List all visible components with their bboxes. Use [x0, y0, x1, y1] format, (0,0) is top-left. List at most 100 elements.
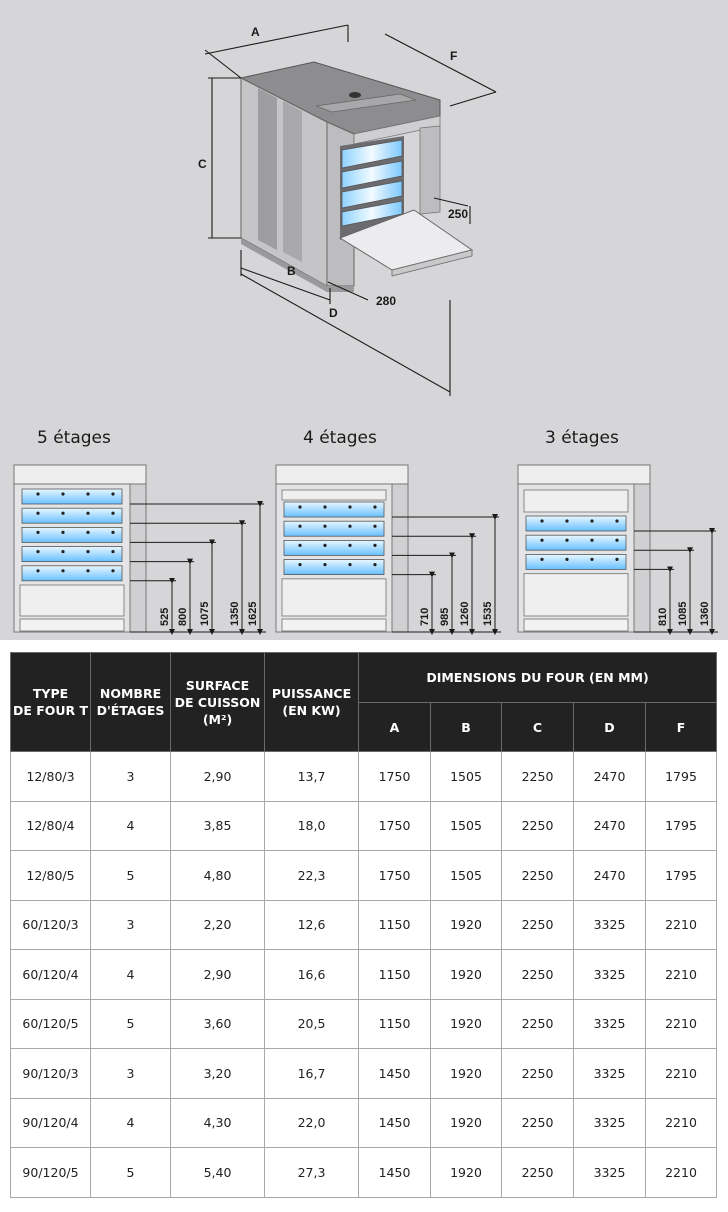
table-cell: 1450 [358, 1147, 431, 1198]
deck-dot [86, 569, 90, 573]
height-label: 1260 [459, 602, 471, 626]
deck-dot [298, 524, 302, 528]
deck-dot [540, 538, 544, 542]
table-cell: 12/80/5 [10, 850, 91, 901]
table-cell: 2210 [644, 1097, 718, 1148]
table-cell: 4 [90, 949, 171, 1000]
table-cell: 3,20 [170, 1048, 265, 1099]
table-cell: 60/120/3 [10, 899, 91, 950]
dimension-lines [204, 24, 497, 396]
header-col-D: D [573, 702, 646, 752]
dim-D-label: D [329, 306, 338, 320]
deck-dot [111, 530, 115, 535]
deck [21, 527, 123, 543]
table-cell: 3325 [573, 899, 646, 950]
oven-3d [239, 61, 474, 292]
deck-dot [36, 511, 40, 515]
table-cell: 2250 [501, 751, 574, 802]
header-col-B: B [430, 702, 502, 752]
height-label: 1085 [677, 602, 689, 626]
deck-dot [323, 543, 327, 548]
table-cell: 90/120/3 [10, 1048, 91, 1099]
table-cell: 22,3 [264, 850, 359, 901]
table-cell: 2,20 [170, 899, 265, 950]
oven-side-strip [129, 483, 147, 633]
table-cell: 3325 [573, 1147, 646, 1198]
table-cell: 3 [90, 751, 171, 802]
deck-dot [348, 543, 352, 548]
table-cell: 1150 [358, 949, 431, 1000]
deck-dot [540, 519, 544, 523]
oven-side-strip [633, 483, 651, 633]
table-cell: 2250 [501, 850, 574, 901]
dim-A-label: A [251, 25, 260, 39]
height-label: 1625 [247, 602, 259, 626]
deck-dot [565, 519, 569, 523]
table-cell: 2250 [501, 800, 574, 851]
table-cell: 1795 [644, 800, 718, 851]
table-cell: 2,90 [170, 751, 265, 802]
dim-C-label: C [198, 157, 207, 171]
deck-dot [590, 519, 594, 523]
table-cell: 5 [90, 998, 171, 1049]
deck-dot [348, 524, 352, 528]
table-cell: 4,30 [170, 1097, 265, 1148]
table-cell: 3 [90, 899, 171, 950]
height-label: 810 [657, 608, 669, 626]
table-cell: 2470 [573, 850, 646, 901]
deck-dot [61, 550, 65, 554]
deck [283, 559, 385, 575]
table-cell: 13,7 [264, 751, 359, 802]
table-cell: 3325 [573, 1048, 646, 1099]
table-cell: 1750 [358, 850, 431, 901]
table-cell: 18,0 [264, 800, 359, 851]
table-cell: 1505 [430, 751, 502, 802]
deck-dot [298, 505, 302, 509]
table-cell: 12/80/4 [10, 800, 91, 851]
oven-upper-panel [523, 489, 629, 513]
table-cell: 2,90 [170, 949, 265, 1000]
table-cell: 16,6 [264, 949, 359, 1000]
dim-B-label: B [287, 264, 296, 278]
table-cell: 2250 [501, 899, 574, 950]
deck-dot [373, 543, 377, 548]
oven-lower-panel [523, 573, 629, 617]
deck-dot [36, 550, 40, 554]
deck-dot [615, 538, 619, 542]
deck-dot [111, 569, 115, 573]
deck-dot [36, 492, 40, 496]
deck [21, 507, 123, 524]
deck-dot [590, 538, 594, 542]
oven-top-panel [275, 464, 409, 485]
table-cell: 2210 [644, 899, 718, 950]
deck-dot [615, 557, 619, 562]
table-cell: 2210 [644, 949, 718, 1000]
table-cell: 5 [90, 1147, 171, 1198]
table-cell: 4 [90, 800, 171, 851]
table-cell: 1450 [358, 1048, 431, 1099]
table-cell: 2470 [573, 751, 646, 802]
oven-base [281, 618, 387, 632]
table-cell: 60/120/4 [10, 949, 91, 1000]
table-cell: 2250 [501, 1097, 574, 1148]
deck-dot [348, 505, 352, 509]
deck-dot [111, 511, 115, 515]
height-label: 525 [159, 608, 171, 626]
deck-dot [298, 543, 302, 548]
dim-280-label: 280 [376, 294, 396, 308]
height-label: 985 [439, 608, 451, 626]
table-cell: 3325 [573, 1097, 646, 1148]
